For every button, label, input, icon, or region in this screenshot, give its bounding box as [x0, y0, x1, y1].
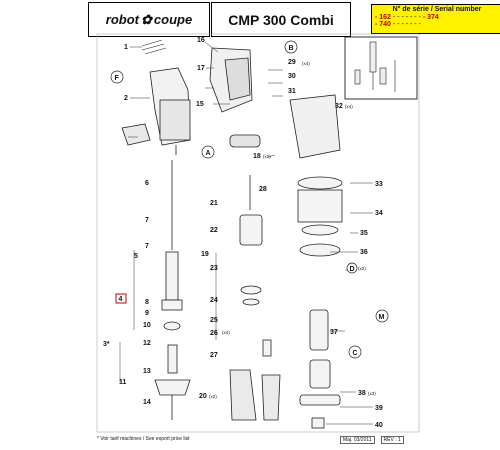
label-4: 4 [119, 296, 123, 303]
callout-m [375, 309, 389, 323]
label-31: 31 [288, 88, 296, 95]
serial-162: - 162 [375, 13, 391, 21]
label-27: 27 [210, 352, 218, 359]
qty-20: (x2) [209, 394, 217, 399]
spare-keys [141, 39, 167, 55]
label-29: 29 [288, 59, 296, 66]
shaft-assembly [154, 160, 191, 420]
label-7b: 7 [145, 243, 149, 250]
label-B: B [289, 45, 294, 52]
label-3: 3* [103, 341, 110, 348]
label-20: 20 [199, 393, 207, 400]
footer-note: * Voir tarif machines / See export price… [97, 436, 190, 442]
label-10: 10 [143, 322, 151, 329]
serial-374: - 374 [422, 13, 439, 21]
brand-right: coupe [153, 12, 193, 27]
label-34: 34 [375, 210, 383, 217]
label-11: 11 [119, 379, 127, 386]
label-19: 19 [201, 251, 209, 258]
callout-d [346, 262, 358, 274]
header: robot ✿ coupe CMP 300 Combi N° de série … [88, 2, 500, 37]
label-12: 12 [143, 340, 151, 347]
gear-icon: ✿ [141, 11, 152, 27]
label-7: 7 [145, 217, 149, 224]
label-38: 38 [358, 390, 366, 397]
label-D: D [350, 266, 355, 273]
callout-circles [110, 40, 389, 359]
serial-dash2: - - - - - - - [392, 21, 421, 28]
label-M: M [379, 314, 385, 321]
serial-box: N° de série / Serial number - 162 - - - … [371, 4, 500, 34]
label-15: 15 [196, 101, 204, 108]
qty-18: (x2) [263, 154, 271, 159]
serial-title: N° de série / Serial number [392, 6, 482, 13]
qty-26: (x4) [222, 330, 230, 335]
label-32: 32 [335, 103, 343, 110]
label-16: 16 [197, 37, 205, 44]
serial-740: - 740 [375, 21, 391, 28]
serial-dash: - - - - - - - [392, 13, 421, 21]
inset-mixer-icon [354, 41, 396, 92]
label-25: 25 [210, 317, 218, 324]
handle-part [149, 67, 191, 155]
model-title: CMP 300 Combi [211, 2, 351, 37]
footer-date: Maj. 03/2011 [340, 436, 375, 444]
label-2: 2 [124, 95, 128, 102]
callout-f [110, 70, 124, 84]
label-35: 35 [360, 230, 368, 237]
diagram-frame [96, 33, 420, 433]
qty-d: (x2) [358, 266, 366, 271]
callout-labels: F B A C D M 1 2 3* 4 5 6 7 7 8 9 10 11 1… [103, 37, 385, 429]
label-17: 17 [197, 65, 205, 72]
footer-meta: Maj. 03/2011 REV : 1 [340, 436, 404, 444]
inset-box [344, 36, 418, 100]
label-13: 13 [143, 368, 151, 375]
label-21: 21 [210, 200, 218, 207]
right-column [297, 176, 343, 429]
label-23: 23 [210, 265, 218, 272]
brand-left: robot [105, 12, 139, 27]
callout-b [284, 40, 298, 54]
brand-logo: robot ✿ coupe [88, 2, 210, 37]
label-40: 40 [375, 422, 383, 429]
label-A: A [206, 150, 211, 157]
label-14: 14 [143, 399, 151, 406]
label-18: 18 [253, 153, 261, 160]
label-6: 6 [145, 180, 149, 187]
label-8: 8 [145, 299, 149, 306]
qty-38: (x3) [368, 391, 376, 396]
label-C: C [353, 350, 358, 357]
footer-rev: REV : 1 [380, 436, 404, 444]
label-30: 30 [288, 73, 296, 80]
highlight-box-4 [115, 293, 127, 304]
label-F: F [115, 75, 120, 82]
qty-29: (x4) [302, 61, 310, 66]
label-9: 9 [145, 310, 149, 317]
label-39: 39 [375, 405, 383, 412]
label-22: 22 [210, 227, 218, 234]
label-28: 28 [259, 186, 267, 193]
label-37: 37 [330, 329, 338, 336]
label-24: 24 [210, 297, 218, 304]
center-column [229, 175, 281, 421]
motor-housing [209, 47, 341, 159]
qty-32: (x4) [345, 104, 353, 109]
label-5: 5 [134, 253, 138, 260]
label-33: 33 [375, 181, 383, 188]
callout-c [348, 345, 362, 359]
leader-lines [119, 41, 373, 425]
callout-a [201, 145, 215, 159]
label-26: 26 [210, 330, 218, 337]
label-36: 36 [360, 249, 368, 256]
clamp-part [121, 123, 151, 146]
label-1: 1 [124, 44, 128, 51]
